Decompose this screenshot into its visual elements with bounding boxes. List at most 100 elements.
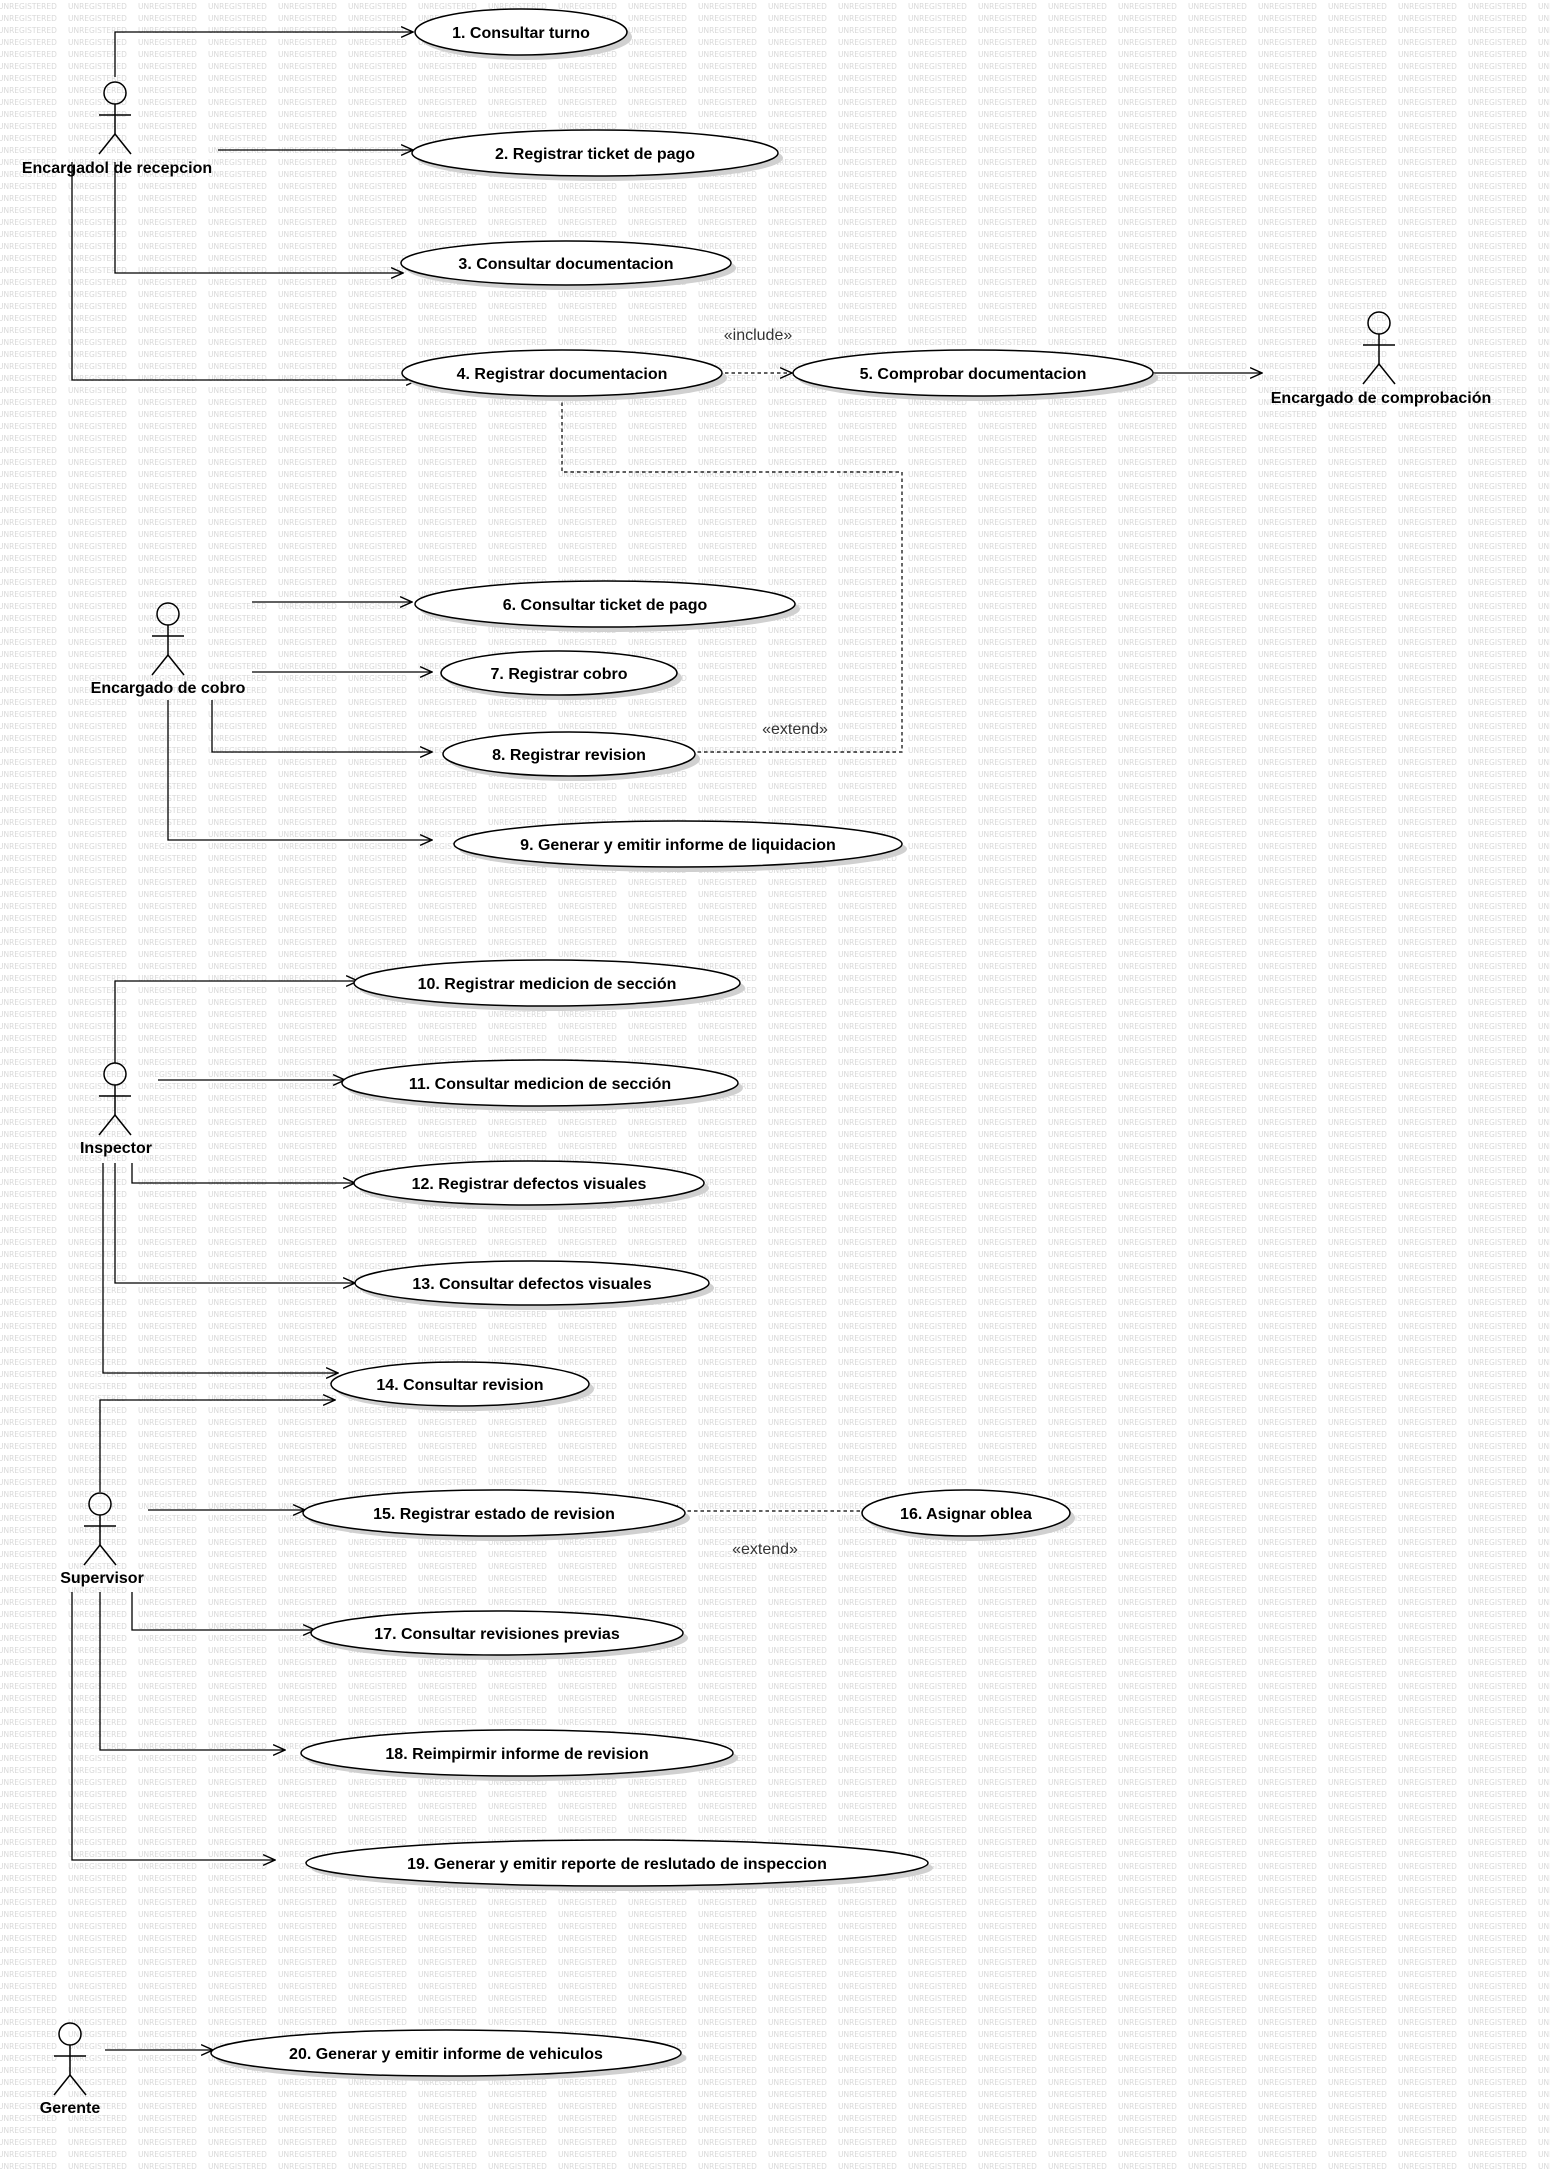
- watermark-text: UNREGISTERED: [768, 626, 827, 635]
- watermark-text: UNREGISTERED: [768, 1754, 827, 1763]
- watermark-text: UNREGISTERED: [348, 1838, 407, 1847]
- watermark-text: UNREGISTERED: [1468, 2006, 1527, 2015]
- watermark-text: UNREGISTERED: [278, 2078, 337, 2087]
- watermark-text: UNREGISTERED: [1188, 434, 1247, 443]
- watermark-text: UNREGISTERED: [978, 2006, 1037, 2015]
- watermark-text: UNREGISTERED: [1188, 374, 1247, 383]
- watermark-text: UNREGISTERED: [1398, 842, 1457, 851]
- watermark-text: UNREGISTERED: [628, 530, 687, 539]
- watermark-text: UNREGISTERED: [138, 62, 197, 71]
- watermark-text: UNREGISTERED: [838, 566, 897, 575]
- watermark-text: UNREGISTERED: [628, 194, 687, 203]
- watermark-text: UNREGISTERED: [488, 1226, 547, 1235]
- watermark-text: UNREGISTERED: [1048, 878, 1107, 887]
- watermark-text: UNREGISTERED: [1188, 698, 1247, 707]
- watermark-text: UNREGISTERED: [0, 494, 57, 503]
- watermark-text: UNREGISTERED: [278, 710, 337, 719]
- watermark-text: UNREGISTERED: [1468, 26, 1527, 35]
- watermark-text: UNREGISTERED: [558, 410, 617, 419]
- watermark-text: UNREGISTERED: [1188, 1706, 1247, 1715]
- watermark-text: UNREGISTERED: [1258, 1394, 1317, 1403]
- watermark-text: UNREGISTERED: [418, 866, 477, 875]
- watermark-text: UNREGISTERED: [1258, 14, 1317, 23]
- watermark-text: UNREGISTERED: [978, 1262, 1037, 1271]
- watermark-text: UNREGISTERED: [1048, 1706, 1107, 1715]
- watermark-text: UNREGISTERED: [348, 830, 407, 839]
- watermark-text: UNREGISTERED: [1188, 1922, 1247, 1931]
- watermark-text: UNREGISTERED: [1188, 1418, 1247, 1427]
- watermark-text: UNREGISTERED: [1188, 1358, 1247, 1367]
- watermark-text: UNREGISTERED: [348, 230, 407, 239]
- watermark-text: UNREGISTERED: [0, 338, 57, 347]
- watermark-text: UNREGISTERED: [768, 1550, 827, 1559]
- use-case-ellipse: [210, 2029, 682, 2077]
- watermark-text: UNREGISTERED: [1258, 1058, 1317, 1067]
- watermark-text: UNREGISTERED: [838, 194, 897, 203]
- use-case-label: 4. Registrar documentacion: [457, 366, 668, 383]
- watermark-text: UNREGISTERED: [1048, 422, 1107, 431]
- watermark-text: UNREGISTERED: [1468, 770, 1527, 779]
- watermark-text: UNREGISTERED: [1188, 878, 1247, 887]
- watermark-text: UNREGISTERED: [1328, 254, 1387, 263]
- watermark-text: UNREGISTERED: [1188, 1478, 1247, 1487]
- watermark-text: UNREGISTERED: [558, 1946, 617, 1955]
- use-case-label: 10. Registrar medicion de sección: [418, 976, 677, 993]
- watermark-text: UNREGISTERED: [1258, 614, 1317, 623]
- use-case-ellipse: [353, 959, 741, 1007]
- watermark-text: UNREGISTERED: [68, 254, 127, 263]
- watermark-text: UNREGISTERED: [908, 2030, 967, 2039]
- watermark-text: UNREGISTERED: [1048, 1586, 1107, 1595]
- use-case-label: 19. Generar y emitir reporte de reslutad…: [407, 1856, 827, 1873]
- watermark-text: UNREGISTERED: [278, 1526, 337, 1535]
- watermark-text: UNREGISTERED: [908, 2006, 967, 2015]
- watermark-text: UNREGISTERED: [908, 1814, 967, 1823]
- watermark-text: UNREGISTERED: [978, 914, 1037, 923]
- watermark-text: UNREGISTERED: [838, 950, 897, 959]
- watermark-text: UNREGISTERED: [68, 938, 127, 947]
- watermark-text: UNREGISTERED: [1328, 734, 1387, 743]
- watermark-text: UNREGISTERED: [1398, 50, 1457, 59]
- watermark-text: UNREGISTERED: [488, 518, 547, 527]
- watermark-text: UNREGISTERED: [1188, 1190, 1247, 1199]
- watermark-text: UNREGISTERED: [1328, 686, 1387, 695]
- watermark-text: UNREGISTERED: [1538, 1574, 1550, 1583]
- watermark-text: UNREGISTERED: [348, 1046, 407, 1055]
- watermark-text: UNREGISTERED: [558, 1682, 617, 1691]
- watermark-text: UNREGISTERED: [908, 1478, 967, 1487]
- watermark-text: UNREGISTERED: [558, 1994, 617, 2003]
- watermark-text: UNREGISTERED: [1118, 194, 1177, 203]
- watermark-text: UNREGISTERED: [348, 338, 407, 347]
- watermark-text: UNREGISTERED: [208, 1838, 267, 1847]
- watermark-text: UNREGISTERED: [138, 410, 197, 419]
- watermark-text: UNREGISTERED: [0, 1682, 57, 1691]
- watermark-text: UNREGISTERED: [698, 2042, 757, 2051]
- watermark-text: UNREGISTERED: [1048, 182, 1107, 191]
- watermark-text: UNREGISTERED: [558, 98, 617, 107]
- use-case-label: 9. Generar y emitir informe de liquidaci…: [520, 837, 836, 854]
- watermark-text: UNREGISTERED: [68, 1058, 127, 1067]
- watermark-text: UNREGISTERED: [908, 2042, 967, 2051]
- watermark-text: UNREGISTERED: [838, 1490, 897, 1499]
- watermark-text: UNREGISTERED: [488, 1670, 547, 1679]
- watermark-text: UNREGISTERED: [1398, 1466, 1457, 1475]
- watermark-text: UNREGISTERED: [278, 1502, 337, 1511]
- watermark-text: UNREGISTERED: [1118, 1730, 1177, 1739]
- watermark-text: UNREGISTERED: [208, 2078, 267, 2087]
- watermark-text: UNREGISTERED: [768, 1502, 827, 1511]
- watermark-text: UNREGISTERED: [768, 1682, 827, 1691]
- watermark-text: UNREGISTERED: [68, 1214, 127, 1223]
- watermark-text: UNREGISTERED: [1048, 2102, 1107, 2111]
- watermark-text: UNREGISTERED: [208, 254, 267, 263]
- watermark-text: UNREGISTERED: [418, 1778, 477, 1787]
- watermark-text: UNREGISTERED: [1538, 938, 1550, 947]
- watermark-text: UNREGISTERED: [838, 2114, 897, 2123]
- watermark-text: UNREGISTERED: [1048, 1286, 1107, 1295]
- watermark-text: UNREGISTERED: [208, 1118, 267, 1127]
- watermark-text: UNREGISTERED: [418, 2018, 477, 2027]
- watermark-text: UNREGISTERED: [1468, 218, 1527, 227]
- watermark-text: UNREGISTERED: [628, 14, 687, 23]
- watermark-text: UNREGISTERED: [558, 1010, 617, 1019]
- watermark-text: UNREGISTERED: [1468, 38, 1527, 47]
- watermark-text: UNREGISTERED: [768, 1622, 827, 1631]
- watermark-text: UNREGISTERED: [1468, 530, 1527, 539]
